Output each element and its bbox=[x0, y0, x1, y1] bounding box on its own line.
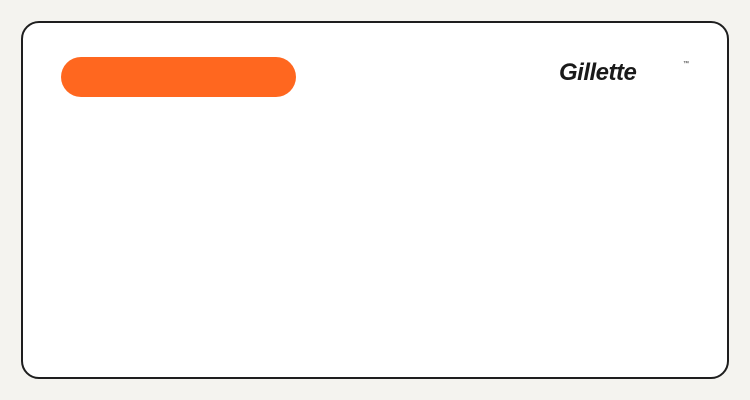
logo-wordmark: Gillette bbox=[559, 59, 637, 86]
card: Gillette ™ bbox=[21, 21, 729, 379]
orange-pill-badge bbox=[61, 57, 296, 97]
trademark-mark: ™ bbox=[683, 60, 689, 67]
gillette-logo: Gillette ™ bbox=[559, 57, 689, 87]
gillette-logo-svg: Gillette ™ bbox=[559, 59, 689, 86]
